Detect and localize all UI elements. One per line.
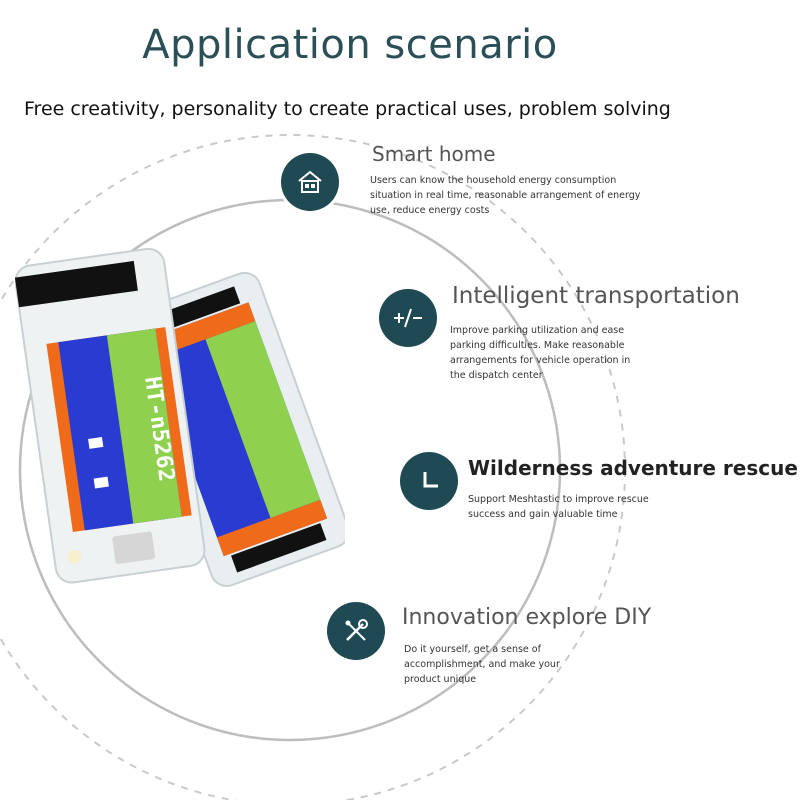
plus-minus-icon <box>394 308 422 328</box>
device-front: HT-n5262 <box>15 247 206 584</box>
page-subtitle: Free creativity, personality to create p… <box>24 98 671 120</box>
scenario-desc-smart-home: Users can know the household energy cons… <box>370 175 641 216</box>
scenario-title-innovation-diy: Innovation explore DIY <box>402 605 652 630</box>
clock-icon <box>423 472 438 488</box>
scenario-desc-wilderness-rescue: Support Meshtastic to improve rescue suc… <box>468 494 649 520</box>
diy-badge <box>327 602 385 660</box>
device-back <box>121 271 345 587</box>
tools-icon <box>345 619 368 641</box>
scenario-desc-intelligent-transportation: Improve parking utilization and ease par… <box>450 325 631 381</box>
scenario-title-smart-home: Smart home <box>372 142 496 166</box>
page-title: Application scenario <box>142 22 558 68</box>
transportation-badge <box>379 289 437 347</box>
scenario-title-intelligent-transportation: Intelligent transportation <box>452 283 740 309</box>
wilderness-badge <box>400 452 458 510</box>
smart-home-badge <box>281 153 339 211</box>
scenario-title-wilderness-rescue: Wilderness adventure rescue <box>468 456 798 480</box>
scenario-desc-innovation-diy: Do it yourself, get a sense of accomplis… <box>404 644 560 685</box>
device-illustration: HT-n5262 <box>15 247 345 587</box>
house-icon <box>298 170 322 193</box>
